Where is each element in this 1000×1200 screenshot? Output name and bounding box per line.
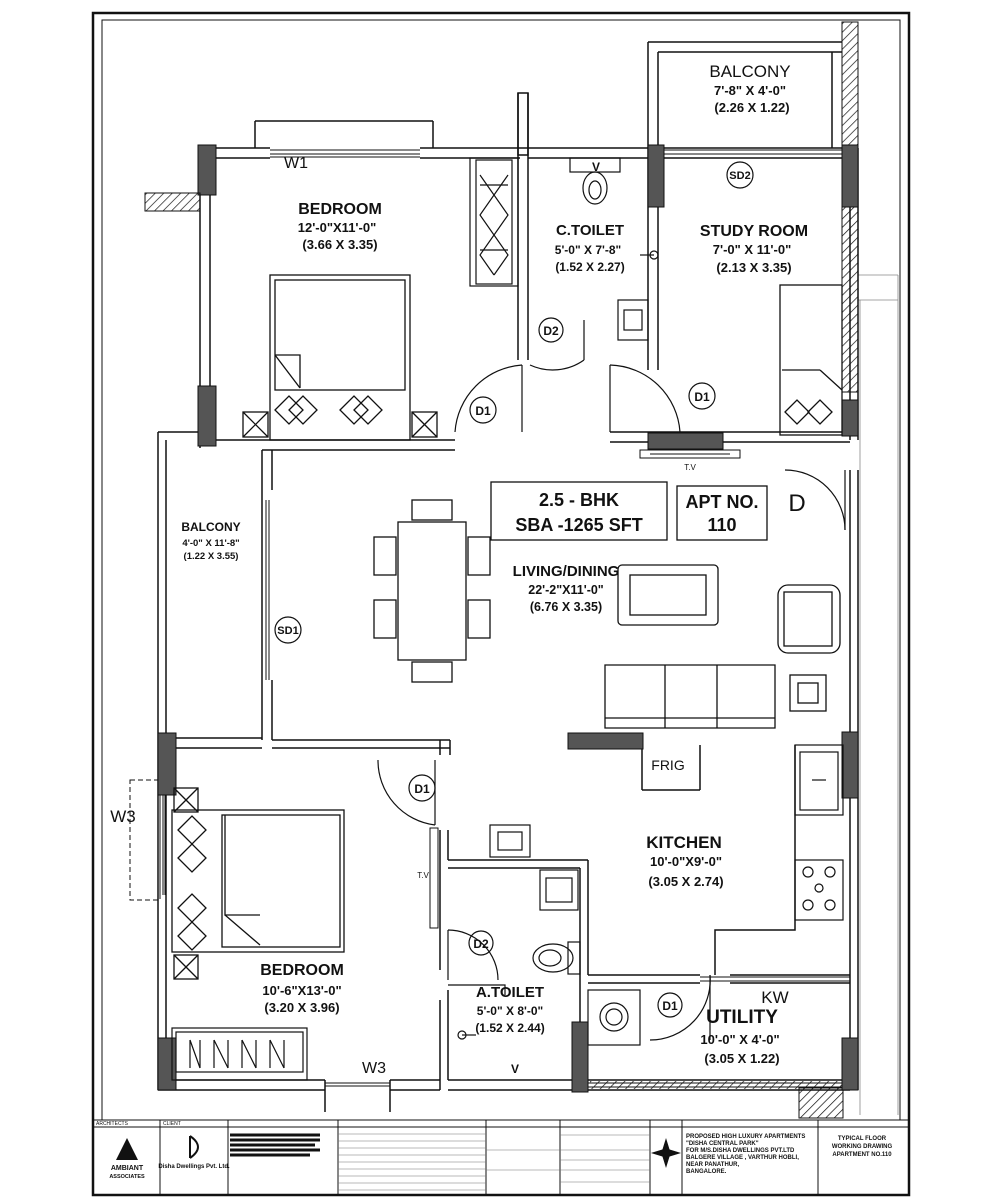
tag-frig: FRIG — [651, 757, 684, 773]
atoilet-dim-m: (1.52 X 2.44) — [475, 1021, 544, 1035]
sheet-border — [91, 11, 911, 1197]
columns — [144, 144, 859, 1093]
tag-sd1: SD1 — [277, 625, 298, 637]
bhk-label: 2.5 - BHK — [539, 490, 619, 510]
balcony-left-name: BALCONY — [181, 520, 240, 534]
kitchen-name: KITCHEN — [646, 833, 722, 852]
tag-tv-bedroom: T.V — [417, 871, 429, 880]
study-dim-ft: 7'-0" X 11'-0" — [713, 242, 792, 257]
tag-kw: KW — [761, 988, 788, 1007]
doors — [377, 320, 846, 1041]
tag-v-ctoilet: V — [592, 160, 600, 174]
utility-dim-m: (3.05 X 1.22) — [704, 1051, 779, 1066]
study-dim-m: (2.13 X 3.35) — [716, 260, 791, 275]
balcony-left-dim-m: (1.22 X 3.55) — [184, 551, 239, 562]
drawing-line-1: TYPICAL FLOOR — [838, 1136, 887, 1142]
bhk-box — [490, 481, 668, 541]
kitchen-dim-ft: 10'-0"X9'-0" — [650, 854, 722, 869]
tag-v-atoilet: V — [511, 1062, 519, 1076]
tag-w3-left: W3 — [110, 807, 136, 826]
hatched-corner — [798, 1087, 844, 1119]
kitchen-bottom-hatch — [590, 1081, 848, 1089]
kitchen-dim-m: (3.05 X 2.74) — [648, 874, 723, 889]
client-logo-icon — [189, 1135, 199, 1159]
ctoilet-fixtures — [569, 157, 659, 341]
client-name: Disha Dwellings Pvt. Ltd. — [158, 1164, 230, 1170]
tag-d2-atoilet: D2 — [473, 937, 489, 951]
dining-set — [373, 499, 841, 729]
sliding-doors — [265, 500, 270, 680]
tag-tv-living: T.V — [684, 463, 696, 472]
study-name: STUDY ROOM — [700, 223, 808, 240]
bedroom1-name: BEDROOM — [298, 201, 382, 218]
title-block — [93, 1119, 909, 1195]
project-line-3: FOR M/S.DISHA DWELLINGS PVT.LTD — [686, 1148, 795, 1154]
ctoilet-dim-ft: 5'-0" X 7'-8" — [555, 243, 621, 257]
tag-d1-utility: D1 — [662, 999, 678, 1013]
bedroom2-dim-m: (3.20 X 3.96) — [264, 1000, 339, 1015]
bedroom2-dim-ft: 10'-6"X13'-0" — [262, 983, 341, 998]
tag-w3-bottom: W3 — [362, 1060, 386, 1077]
study-bed — [779, 284, 843, 436]
apt-number: 110 — [707, 515, 736, 535]
project-line-4: BALGERE VILLAGE , VARTHUR HOBLI, — [686, 1155, 799, 1161]
living-dim-m: (6.76 X 3.35) — [530, 600, 602, 614]
tag-d1-study: D1 — [694, 390, 710, 404]
apt-box — [676, 485, 768, 541]
project-line-1: PROPOSED HIGH LUXURY APARTMENTS — [686, 1134, 805, 1140]
project-line-6: BANGALORE. — [686, 1169, 727, 1175]
tag-w1: W1 — [284, 155, 308, 172]
project-line-5: NEAR PANATHUR, — [686, 1162, 739, 1168]
atoilet-dim-ft: 5'-0" X 8'-0" — [477, 1004, 543, 1018]
balcony-top-dim-ft: 7'-8" X 4'-0" — [714, 83, 786, 98]
drawing-line-2: WORKING DRAWING — [832, 1144, 893, 1150]
tag-d2-ctoilet: D2 — [543, 324, 559, 338]
tag-main-door: D — [788, 490, 805, 517]
external-strip — [858, 274, 899, 1115]
ctoilet-dim-m: (1.52 X 2.27) — [555, 260, 624, 274]
drawing-line-3: APARTMENT NO.110 — [832, 1152, 892, 1158]
living-name: LIVING/DINING — [513, 563, 620, 580]
tag-sd2: SD2 — [729, 170, 750, 182]
wardrobe-1 — [469, 157, 519, 287]
bedroom1-dim-m: (3.66 X 3.35) — [302, 237, 377, 252]
firm-sub: ASSOCIATES — [109, 1174, 145, 1180]
bed-2 — [171, 787, 345, 980]
tag-circles — [274, 161, 754, 1018]
architect-logo-icon — [116, 1138, 138, 1160]
atoilet-name: A.TOILET — [476, 984, 544, 1001]
bedroom2-name: BEDROOM — [260, 962, 344, 979]
north-arrow-icon — [650, 1137, 682, 1169]
balcony-top-dim-m: (2.26 X 1.22) — [714, 100, 789, 115]
architects-heading: ARCHITECTS — [96, 1121, 129, 1127]
tag-d1-bedroom: D1 — [475, 404, 491, 418]
tag-d1-bedroom2: D1 — [414, 782, 430, 796]
tv-units — [429, 449, 741, 929]
living-dim-ft: 22'-2"X11'-0" — [528, 583, 604, 597]
bedroom1-dim-ft: 12'-0"X11'-0" — [298, 220, 377, 235]
atoilet-fixtures — [457, 824, 581, 1040]
firm-name: AMBIANT — [111, 1165, 144, 1172]
project-line-2: "DISHA CENTRAL PARK" — [686, 1141, 759, 1147]
ctoilet-name: C.TOILET — [556, 222, 624, 239]
client-heading: CLIENT — [163, 1121, 181, 1127]
apt-label: APT NO. — [685, 492, 758, 512]
wardrobe-2 — [171, 1027, 308, 1081]
kitchen-fixtures — [587, 744, 844, 1046]
utility-name: UTILITY — [706, 1007, 778, 1028]
bed-1 — [242, 274, 438, 441]
balcony-left-dim-ft: 4'-0" X 11'-8" — [182, 538, 239, 549]
sba-label: SBA -1265 SFT — [515, 515, 642, 535]
balcony-top-name: BALCONY — [709, 62, 790, 81]
utility-dim-ft: 10'-0" X 4'-0" — [700, 1032, 779, 1047]
